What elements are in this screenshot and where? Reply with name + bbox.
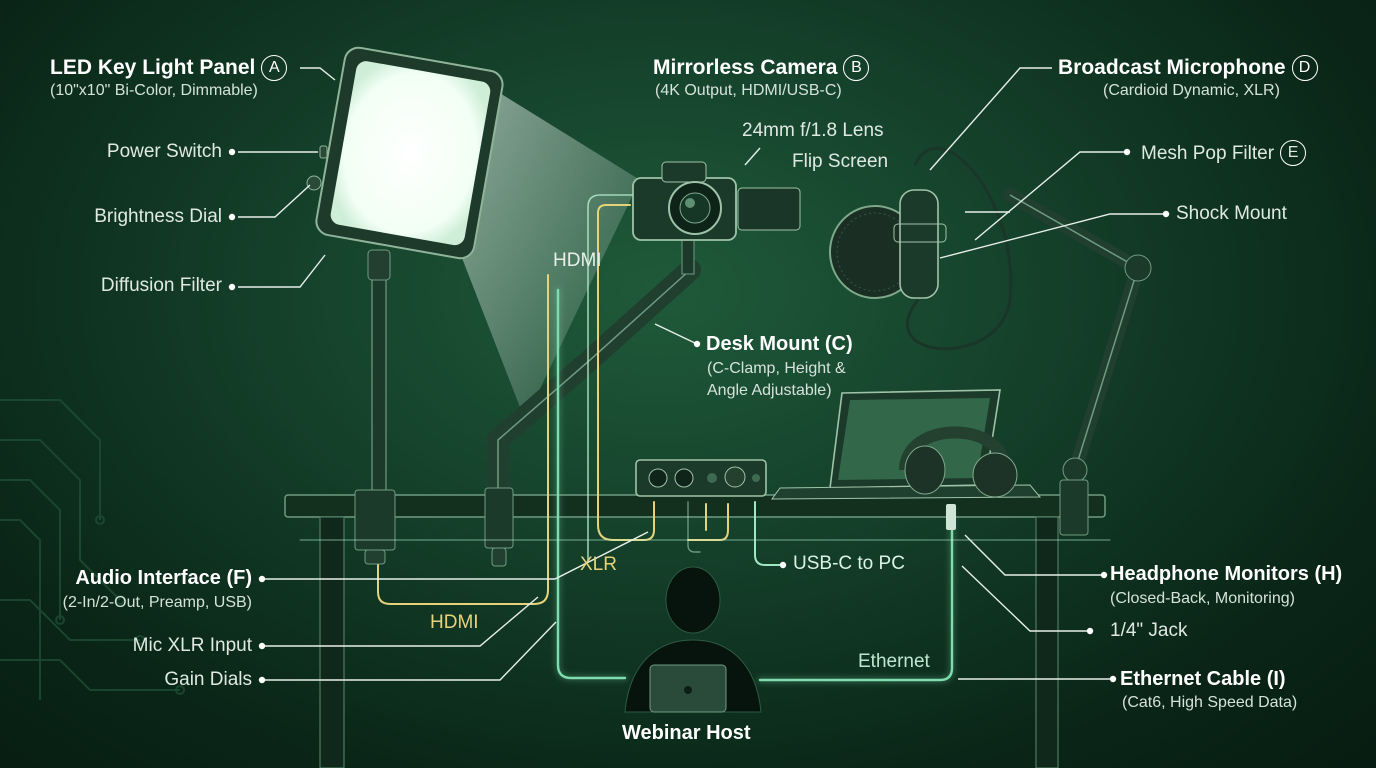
pop-filter-badge: E	[1280, 140, 1307, 166]
microphone-illustration	[829, 147, 1152, 536]
host-illustration	[624, 566, 762, 713]
led-panel-illustration	[306, 46, 504, 565]
lens-label: 24mm f/1.8 Lens	[742, 120, 884, 141]
desk-mount-subtitle-2: Angle Adjustable)	[707, 382, 832, 399]
hdmi-cable-lower	[377, 274, 549, 605]
ethernet-cable-title: Ethernet Cable (I)	[1120, 668, 1286, 690]
leader-dots	[228, 148, 1170, 684]
usb-c-cable	[754, 501, 781, 566]
hdmi-bottom-label: HDMI	[430, 612, 479, 633]
camera-title-text: Mirrorless Camera	[653, 56, 838, 79]
desk-mount-subtitle-1: (C-Clamp, Height &	[707, 360, 846, 377]
ethernet-cable-subtitle: (Cat6, High Speed Data)	[1122, 694, 1298, 711]
circuit-traces	[0, 399, 185, 700]
power-switch-label: Power Switch	[106, 141, 222, 162]
jack-label: 1/4" Jack	[1110, 620, 1188, 641]
desk-mount-title: Desk Mount (C)	[706, 333, 853, 355]
laptop-illustration	[771, 389, 1042, 500]
webinar-host-label: Webinar Host	[622, 722, 751, 744]
headphone-title: Headphone Monitors (H)	[1110, 563, 1343, 585]
shock-mount-label: Shock Mount	[1176, 203, 1287, 224]
audio-interface-subtitle: (2-In/2-Out, Preamp, USB)	[62, 594, 252, 611]
ethernet-wire-label: Ethernet	[858, 651, 930, 672]
leader-lines	[238, 67, 1165, 681]
pop-filter-text: Mesh Pop Filter	[1141, 143, 1275, 164]
microphone-title-text: Broadcast Microphone	[1058, 56, 1286, 79]
xlr-label: XLR	[580, 554, 617, 575]
usb-cable-top	[587, 194, 633, 561]
led-panel-subtitle: (10"x10" Bi-Color, Dimmable)	[50, 82, 258, 99]
camera-badge: B	[843, 55, 870, 81]
camera-illustration	[484, 161, 801, 567]
flip-screen-label: Flip Screen	[792, 151, 889, 172]
audio-interface-title: Audio Interface (F)	[75, 567, 252, 589]
led-panel-title-text: LED Key Light Panel	[50, 56, 256, 79]
hdmi-cable	[597, 204, 655, 541]
gain-dials-label: Gain Dials	[164, 669, 252, 690]
microphone-subtitle: (Cardioid Dynamic, XLR)	[1103, 82, 1280, 99]
usb-c-label: USB-C to PC	[793, 553, 905, 574]
mic-xlr-input-label: Mic XLR Input	[132, 635, 252, 656]
led-panel-badge: A	[261, 55, 288, 81]
headphone-subtitle: (Closed-Back, Monitoring)	[1110, 590, 1295, 607]
camera-subtitle: (4K Output, HDMI/USB-C)	[655, 82, 842, 99]
diffusion-filter-label: Diffusion Filter	[100, 275, 222, 296]
hdmi-top-label: HDMI	[553, 250, 602, 271]
audio-interface-illustration	[635, 459, 767, 497]
cables	[299, 194, 1111, 683]
brightness-dial-label: Brightness Dial	[94, 206, 222, 227]
microphone-badge: D	[1291, 55, 1318, 81]
light-beam	[455, 90, 640, 420]
